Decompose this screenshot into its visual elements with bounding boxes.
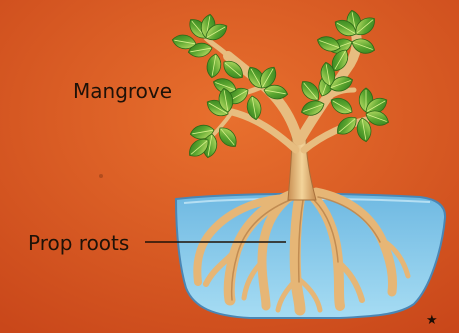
water-pool — [176, 194, 445, 318]
background-speck — [99, 174, 103, 178]
star-icon: ★ — [426, 313, 438, 328]
prop-roots-label: Prop roots — [28, 233, 129, 253]
mangrove-label: Mangrove — [73, 81, 172, 101]
